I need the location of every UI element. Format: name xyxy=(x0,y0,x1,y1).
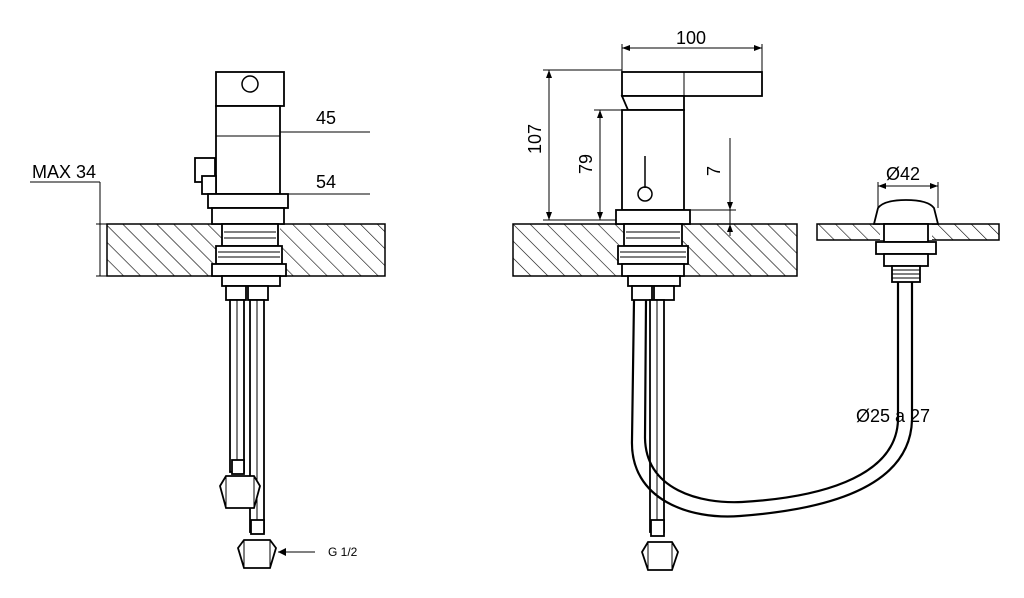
side-dimensions xyxy=(543,44,939,236)
dim-base-width: 54 xyxy=(316,172,336,192)
dim-connection-thread: G 1/2 xyxy=(328,545,358,559)
mixer-body-side xyxy=(621,109,685,211)
hex-nut-3 xyxy=(641,541,679,571)
dim-total-height: 107 xyxy=(525,124,545,154)
mixer-body-front xyxy=(215,105,281,195)
pop-up-rod-outer xyxy=(630,280,914,518)
dim-body-height: 79 xyxy=(576,154,596,174)
dim-plug-diameter: Ø42 xyxy=(886,164,920,184)
dim-base-height: 7 xyxy=(704,166,724,176)
pop-up-rod-inner xyxy=(643,280,900,504)
dim-spout-length: 100 xyxy=(676,28,706,48)
dim-max-deck: MAX 34 xyxy=(32,162,96,182)
side-view xyxy=(512,71,1000,571)
base-ring-front xyxy=(207,193,289,209)
front-dimensions xyxy=(30,131,370,556)
front-view xyxy=(106,71,386,569)
drain-plug-cap xyxy=(872,199,940,225)
handle-indicator xyxy=(241,75,259,93)
keyhole-indicator xyxy=(637,186,653,202)
spout xyxy=(621,71,763,97)
handle-block xyxy=(215,71,285,107)
dim-hole-diameter: Ø25 a 27 xyxy=(856,406,930,426)
dim-body-width: 45 xyxy=(316,108,336,128)
